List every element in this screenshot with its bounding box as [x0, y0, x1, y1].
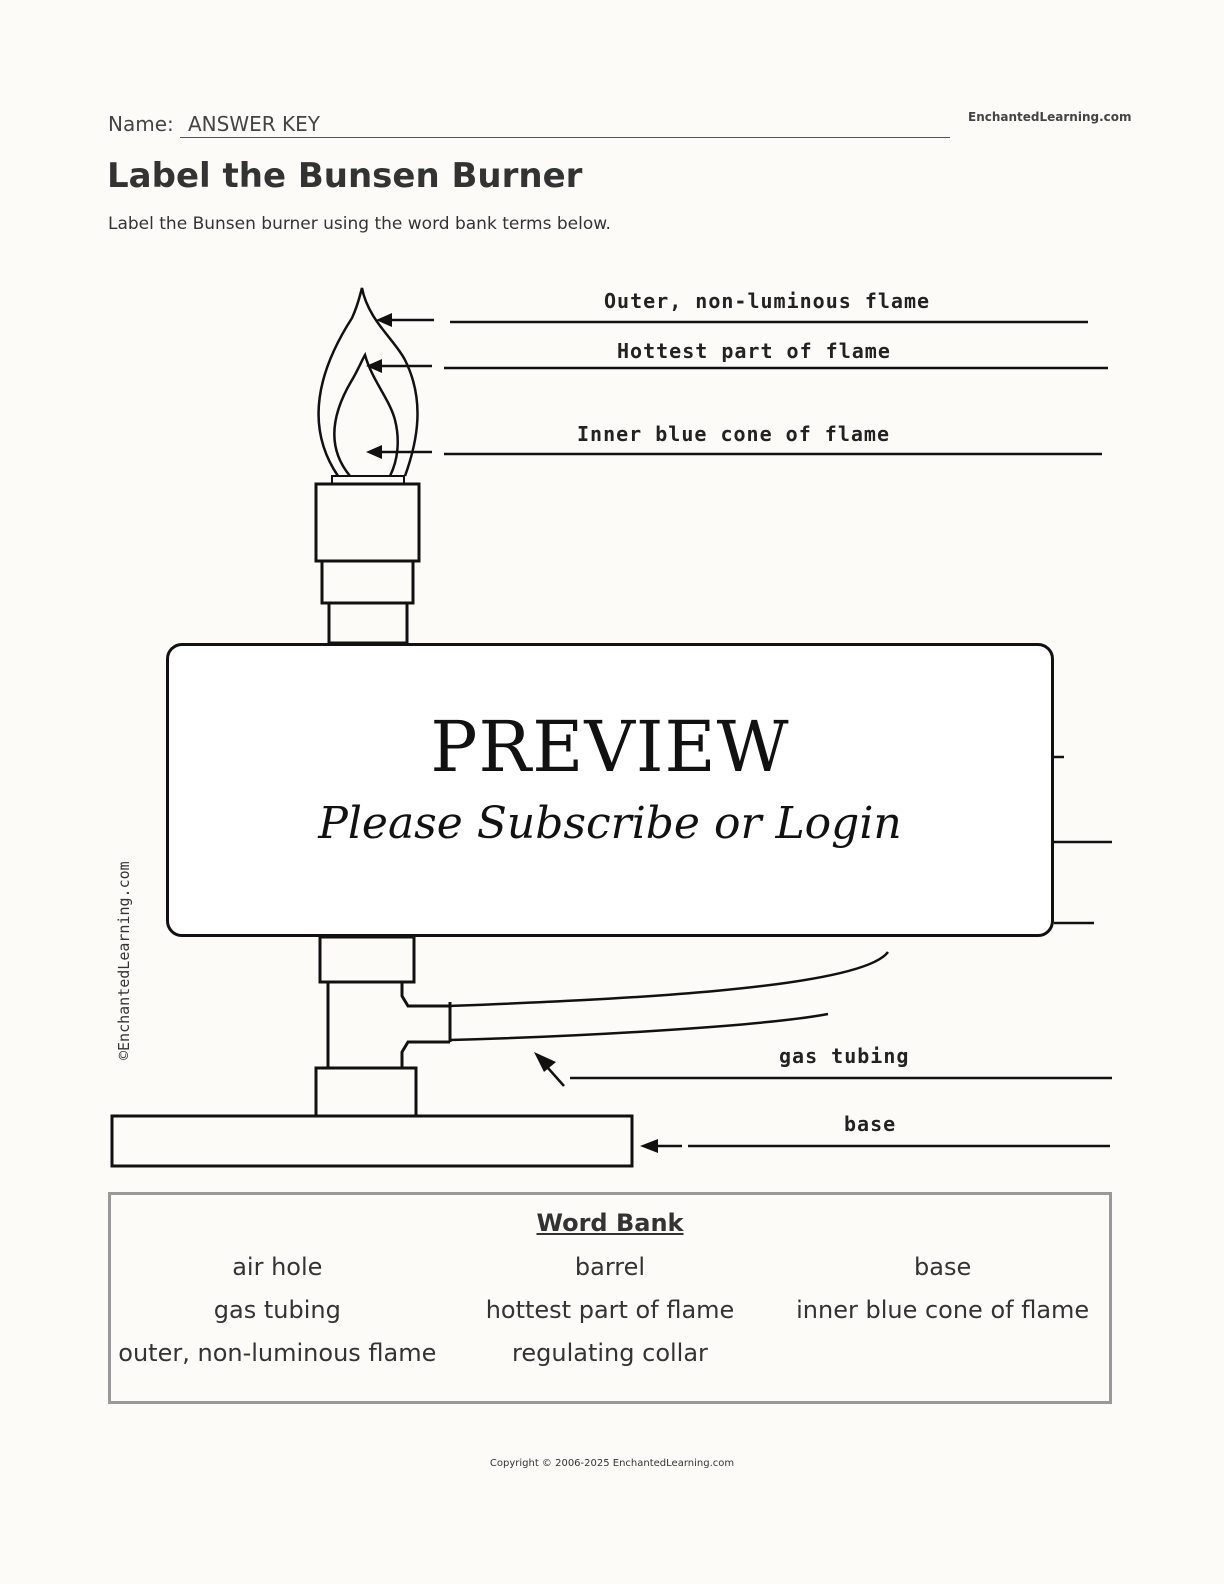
burner-base [110, 1114, 634, 1168]
word-bank: Word Bank air hole barrel base gas tubin… [108, 1192, 1112, 1404]
word-bank-title: Word Bank [536, 1209, 684, 1237]
side-watermark: ©EnchantedLearning.com [115, 861, 133, 1060]
word-bank-term: gas tubing [213, 1296, 341, 1324]
label-hottest-part: Hottest part of flame [617, 339, 891, 363]
inner-flame [333, 351, 399, 477]
word-bank-term: base [914, 1253, 972, 1281]
instructions: Label the Bunsen burner using the word b… [108, 214, 611, 234]
label-inner-cone: Inner blue cone of flame [577, 422, 890, 446]
word-bank-term: regulating collar [512, 1339, 708, 1367]
gas-tubing [449, 951, 890, 1042]
word-bank-term: hottest part of flame [485, 1296, 735, 1324]
word-bank-term: barrel [574, 1253, 646, 1281]
name-label: Name: [108, 112, 174, 136]
word-bank-term: air hole [232, 1253, 323, 1281]
page-title: Label the Bunsen Burner [107, 156, 583, 196]
label-gas-tubing: gas tubing [779, 1044, 909, 1068]
word-bank-term: outer, non-luminous flame [118, 1339, 437, 1367]
name-field[interactable]: ANSWER KEY [180, 112, 950, 138]
site-name: EnchantedLearning.com [968, 110, 1132, 124]
outer-flame [317, 287, 419, 477]
preview-title: PREVIEW [430, 706, 790, 788]
copyright: Copyright © 2006-2025 EnchantedLearning.… [489, 1458, 735, 1469]
word-bank-term: inner blue cone of flame [796, 1296, 1090, 1324]
label-outer-flame: Outer, non-luminous flame [604, 289, 930, 313]
barrel-top [314, 482, 421, 563]
subscribe-login-message[interactable]: Please Subscribe or Login [318, 798, 902, 849]
preview-overlay: PREVIEW Please Subscribe or Login [166, 643, 1054, 937]
label-base: base [844, 1112, 896, 1136]
